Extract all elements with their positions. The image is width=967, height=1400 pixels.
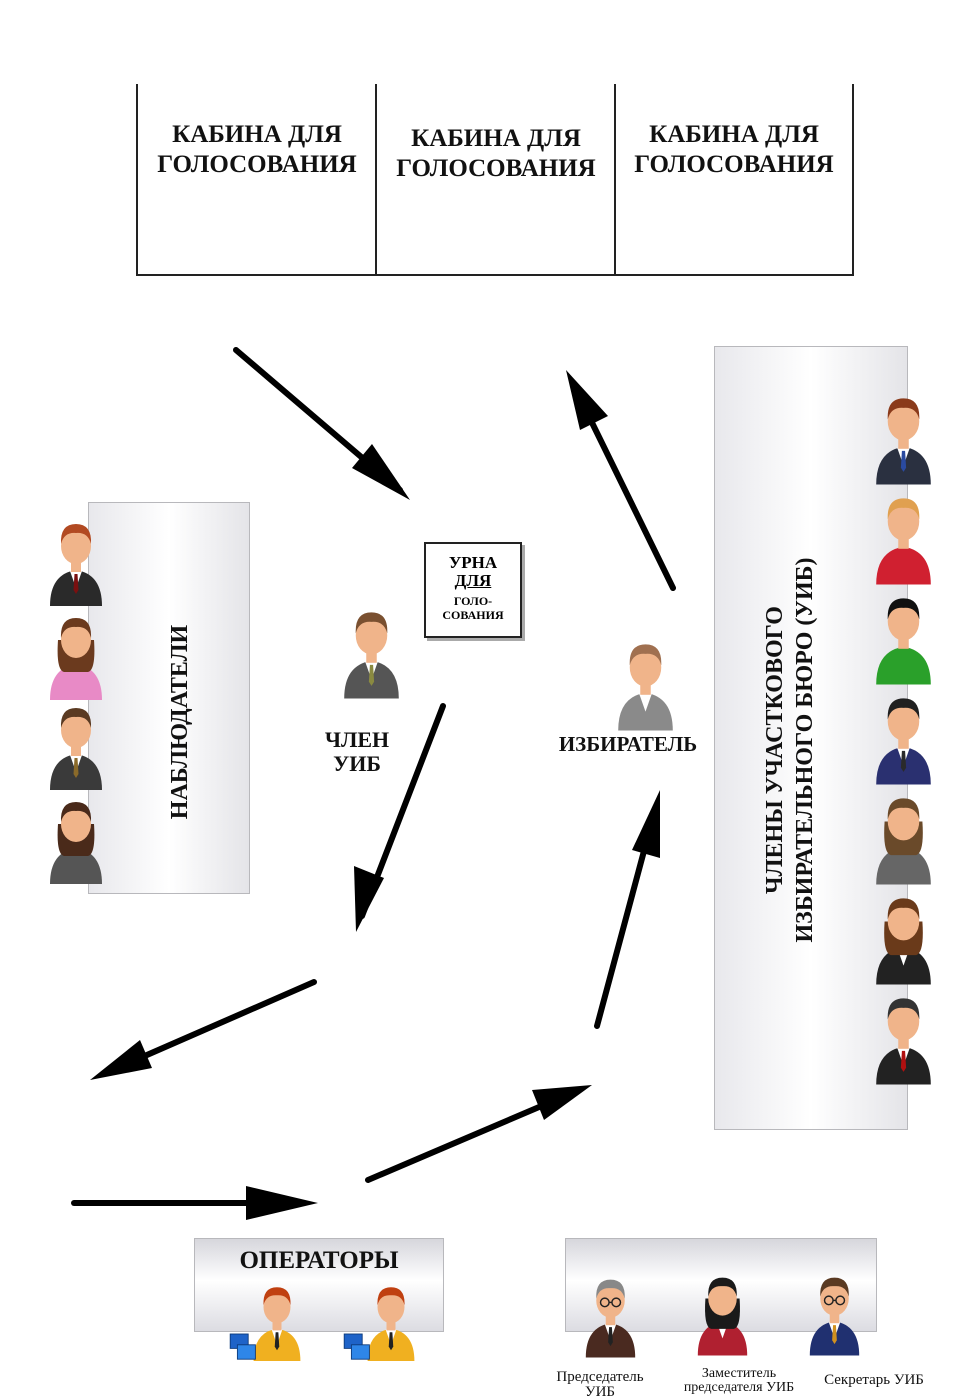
urn-line3: ГОЛО- (453, 594, 493, 608)
chairman-caption: Председатель УИБ (556, 1369, 644, 1400)
observer-icon (50, 618, 102, 700)
booth-label: КАБИНА ДЛЯ ГОЛОСОВАНИЯ (396, 125, 596, 182)
chairman-icon (585, 1279, 636, 1358)
members-line1: ЧЛЕНЫ УЧАСТКОВОГО (762, 606, 788, 894)
uib-member-icon (344, 612, 399, 699)
arrowhead (566, 370, 608, 430)
committee-member-icon (876, 698, 931, 785)
observer-icon (50, 524, 102, 606)
operators-panel (194, 1238, 444, 1332)
deputy-chairman-icon (697, 1277, 748, 1356)
operator-icon (343, 1287, 415, 1361)
arrowhead (352, 444, 410, 500)
voter-icon (618, 644, 673, 731)
committee-member-icon (876, 798, 931, 885)
observers-panel (88, 502, 250, 894)
booth-label: КАБИНА ДЛЯ ГОЛОСОВАНИЯ (634, 121, 834, 178)
arrowhead (532, 1085, 592, 1120)
voting-booth-3: КАБИНА ДЛЯ ГОЛОСОВАНИЯ (614, 84, 854, 274)
arrowhead (632, 790, 660, 858)
uib-member-label: ЧЛЕН УИБ (312, 728, 402, 776)
observers-label: НАБЛЮДАТЕЛИ (167, 624, 193, 820)
urn-line1: УРНА (448, 553, 498, 572)
members-line2: ИЗБИРАТЕЛЬНОГО БЮРО (УИБ) (792, 557, 818, 943)
deputy-chairman-caption: Заместитель председателя УИБ (683, 1366, 795, 1395)
uib-member-line2: УИБ (333, 751, 381, 776)
urn-line2: ДЛЯ (454, 571, 492, 590)
operators-label: ОПЕРАТОРЫ (239, 1247, 399, 1274)
secretary-icon (809, 1277, 860, 1356)
observer-icon (50, 708, 102, 790)
members-label: ЧЛЕНЫ УЧАСТКОВОГО ИЗБИРАТЕЛЬНОГО БЮРО (У… (760, 500, 820, 1000)
observer-icon (50, 802, 102, 884)
committee-member-icon (876, 998, 931, 1085)
committee-member-icon (876, 898, 931, 985)
voting-booth-1: КАБИНА ДЛЯ ГОЛОСОВАНИЯ (136, 84, 376, 274)
urn-line4: СОВАНИЯ (442, 608, 504, 622)
booth-label: КАБИНА ДЛЯ ГОЛОСОВАНИЯ (157, 121, 357, 178)
committee-member-icon (876, 498, 931, 585)
uib-member-line1: ЧЛЕН (324, 727, 390, 752)
secretary-caption: Секретарь УИБ (824, 1372, 924, 1388)
voter-label: ИЗБИРАТЕЛЬ (558, 732, 698, 756)
ballot-urn: УРНА ДЛЯ ГОЛО- СОВАНИЯ (424, 542, 522, 638)
arrow-operators-up (365, 1090, 575, 1183)
arrowhead (246, 1186, 318, 1220)
arrowhead (354, 866, 384, 932)
members-panel (714, 346, 908, 1130)
voting-booths (136, 84, 854, 276)
operator-icon (229, 1287, 301, 1361)
voting-booth-2: КАБИНА ДЛЯ ГОЛОСОВАНИЯ (375, 84, 615, 274)
committee-member-icon (876, 598, 931, 685)
arrowhead (90, 1040, 152, 1080)
committee-member-icon (876, 398, 931, 485)
